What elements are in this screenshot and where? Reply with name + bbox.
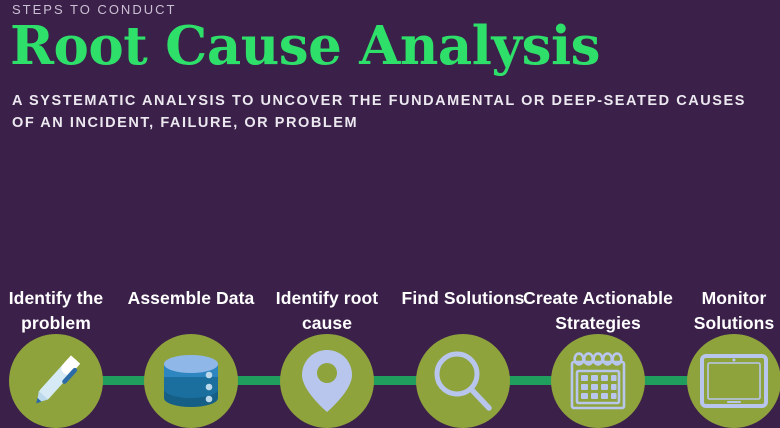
step-label-4: Find Solutions [401, 288, 525, 308]
connector-line [18, 376, 762, 385]
subtitle-text: A systematic analysis to uncover the fun… [12, 93, 746, 131]
step-icon-circle-4[interactable] [416, 334, 510, 428]
magnifier-icon [429, 347, 497, 415]
monitor-icon [699, 353, 769, 409]
step-icon-circle-3[interactable] [280, 334, 374, 428]
pen-icon [19, 344, 93, 418]
eyebrow-text: STEPS TO CONDUCT [12, 2, 177, 17]
step-icon-circle-5[interactable] [551, 334, 645, 428]
calendar-icon [566, 349, 630, 413]
step-icon-circle-2[interactable] [144, 334, 238, 428]
step-label-2: Assemble Data [127, 288, 255, 308]
database-icon [156, 346, 226, 416]
steps-strip [0, 166, 780, 428]
step-label-3: Identify root cause [275, 288, 379, 333]
step-label-5: Create Actionable Strategies [523, 288, 673, 333]
page-title: Root Cause Analysis [10, 15, 601, 77]
step-label-6: Monitor Solutions [693, 288, 775, 333]
step-icon-circle-1[interactable] [9, 334, 103, 428]
map-pin-icon [295, 346, 359, 416]
step-label-1: Identify the problem [8, 288, 104, 333]
step-icon-circle-6[interactable] [687, 334, 780, 428]
